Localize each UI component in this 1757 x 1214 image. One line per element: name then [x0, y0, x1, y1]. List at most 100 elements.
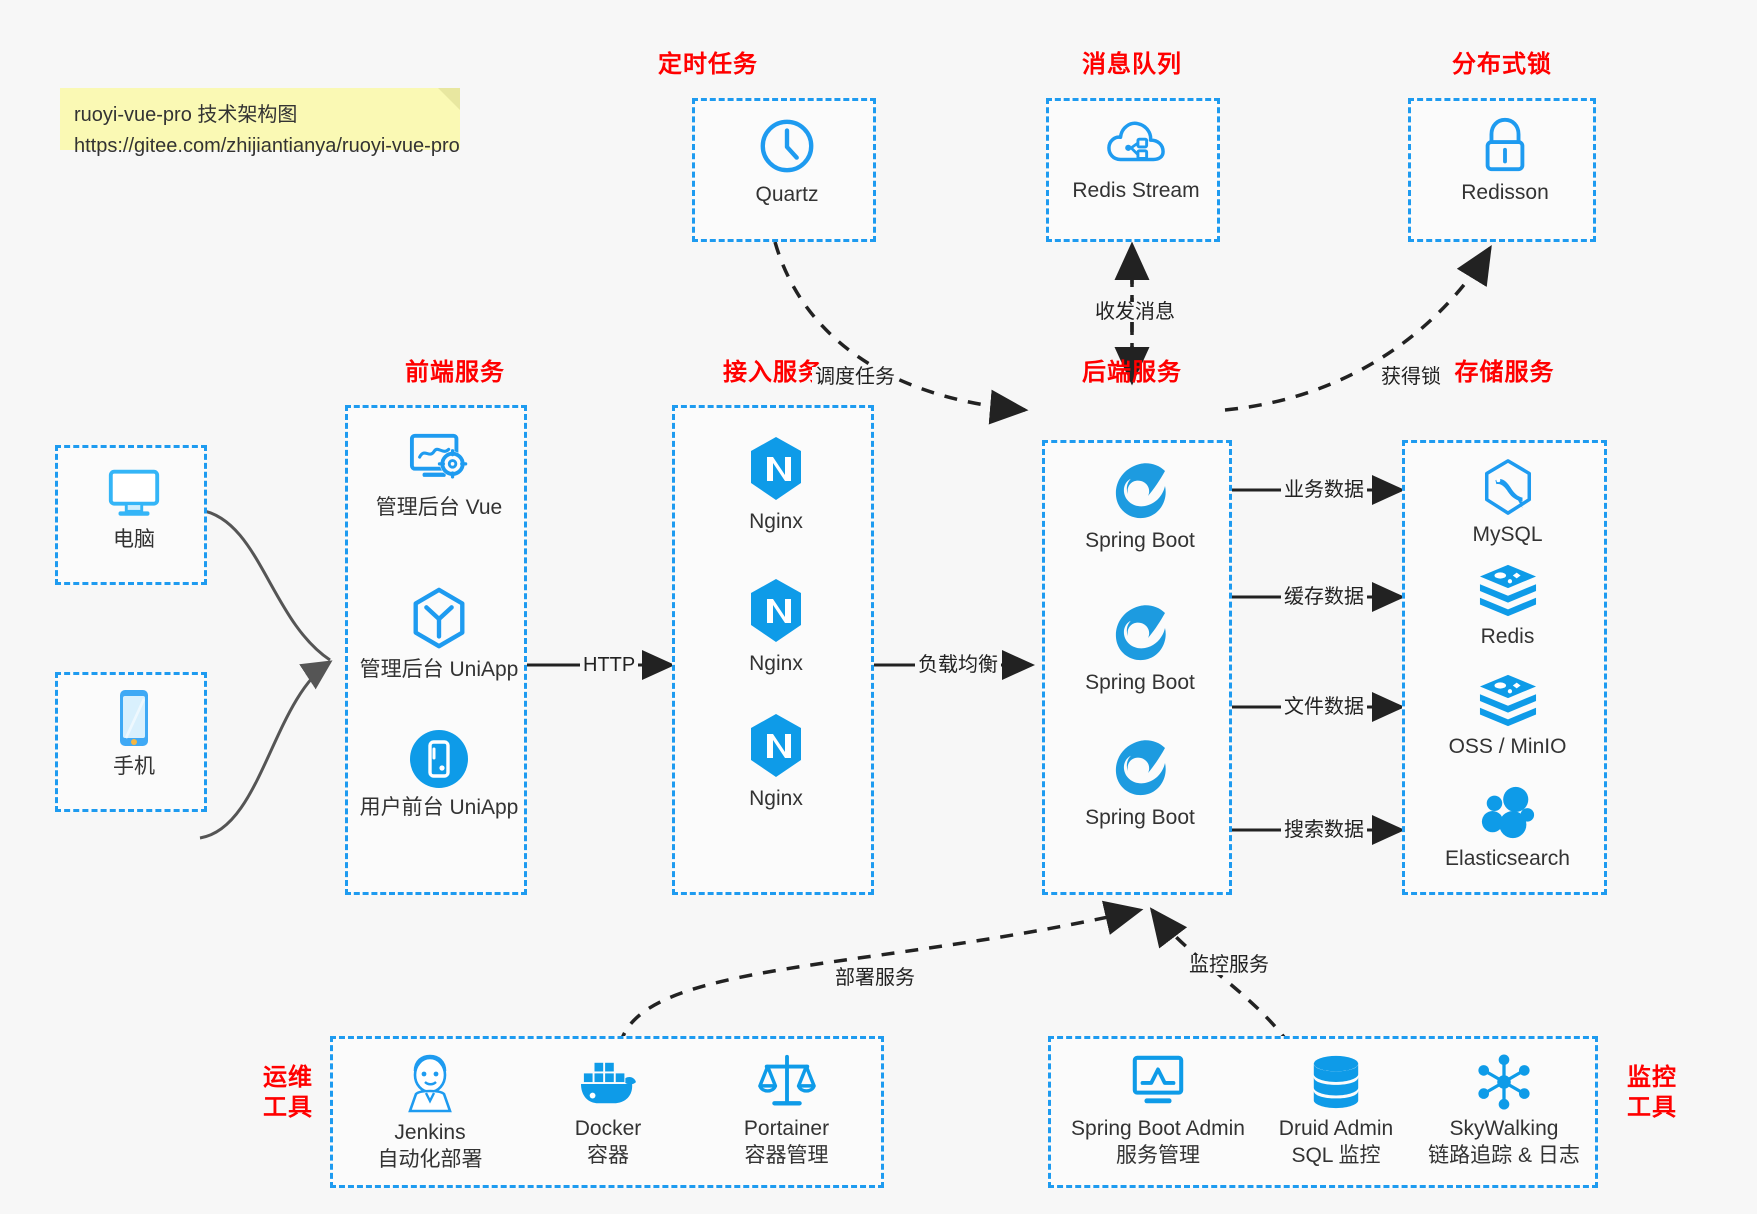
group-title-backend: 后端服务	[1082, 359, 1182, 386]
note-line-url: https://gitee.com/zhijiantianya/ruoyi-vu…	[74, 135, 460, 157]
node-springboot-2[interactable]: Spring Boot	[1045, 603, 1235, 696]
node-nginx-2[interactable]: Nginx	[675, 576, 877, 677]
spring-boot-icon	[1115, 605, 1166, 661]
node-label: Redisson	[1461, 181, 1549, 204]
desktop-icon	[108, 469, 160, 516]
node-admin-vue[interactable]: 管理后台 Vue	[348, 430, 530, 521]
note-line-title: ruoyi-vue-pro 技术架构图	[74, 104, 298, 126]
group-box-gateway: Nginx Nginx Nginx	[672, 405, 874, 895]
skywalking-icon	[1478, 1054, 1530, 1110]
jenkins-icon	[408, 1054, 452, 1113]
node-sublabel: SQL 监控	[1291, 1144, 1381, 1168]
node-label: Portainer	[743, 1117, 830, 1140]
group-title-storage: 存储服务	[1454, 359, 1555, 386]
group-box-monitor: Spring Boot Admin 服务管理 Druid Admin SQL 监…	[1048, 1036, 1598, 1188]
edge-monitor-to-backend	[1149, 907, 1292, 1047]
group-title-timer: 定时任务	[658, 51, 758, 78]
node-label: 用户前台 UniApp	[359, 796, 519, 819]
edge-label-monitor-service: 监控服务	[1186, 955, 1272, 975]
node-label: 手机	[113, 755, 155, 778]
node-label: 管理后台 UniApp	[359, 658, 519, 681]
node-label: Spring Boot	[1085, 529, 1195, 552]
node-redis[interactable]: Redis	[1405, 561, 1610, 650]
node-label: 管理后台 Vue	[375, 496, 503, 519]
node-desktop[interactable]: 电脑	[58, 464, 210, 553]
group-title-monitor-line1: 监控	[1627, 1064, 1677, 1091]
group-title-monitor-line2: 工具	[1627, 1094, 1677, 1121]
edge-label-http: HTTP	[580, 655, 639, 675]
node-sublabel: 容器	[587, 1144, 629, 1168]
node-docker[interactable]: Docker 容器	[523, 1057, 693, 1170]
group-box-timer: Quartz	[692, 98, 876, 242]
node-nginx-3[interactable]: Nginx	[675, 711, 877, 812]
group-title-devops-line1: 运维	[263, 1064, 313, 1091]
spring-boot-icon	[1115, 463, 1166, 519]
cloud-stream-icon	[1107, 121, 1165, 162]
node-elasticsearch[interactable]: Elasticsearch	[1405, 783, 1610, 872]
edge-label-business-data: 业务数据	[1281, 480, 1367, 500]
nginx-icon	[751, 714, 801, 777]
oss-minio-icon	[1479, 674, 1536, 727]
edge-label-search-data: 搜索数据	[1281, 820, 1367, 840]
sba-monitor-icon	[1132, 1055, 1184, 1104]
node-quartz[interactable]: Quartz	[695, 115, 879, 208]
group-box-frontend: 管理后台 Vue 管理后台 UniApp 用户前台 UniApp	[345, 405, 527, 895]
node-springboot-1[interactable]: Spring Boot	[1045, 461, 1235, 554]
node-skywalking[interactable]: SkyWalking 链路追踪 & 日志	[1409, 1053, 1599, 1170]
node-mobile[interactable]: 手机	[58, 687, 210, 780]
druid-db-icon	[1313, 1055, 1359, 1109]
edge-label-deploy-service: 部署服务	[832, 968, 918, 988]
group-title-frontend: 前端服务	[405, 359, 505, 386]
node-label: SkyWalking	[1449, 1117, 1559, 1140]
mysql-icon	[1484, 459, 1531, 515]
node-label: Druid Admin	[1278, 1117, 1394, 1140]
group-title-lock: 分布式锁	[1452, 51, 1552, 78]
lock-icon	[1485, 117, 1525, 172]
mobile-icon	[120, 690, 148, 746]
node-redis-stream[interactable]: Redis Stream	[1049, 115, 1223, 204]
node-druid-admin[interactable]: Druid Admin SQL 监控	[1251, 1053, 1421, 1170]
elasticsearch-icon	[1481, 786, 1534, 839]
node-label: Jenkins	[394, 1121, 466, 1144]
node-mysql[interactable]: MySQL	[1405, 457, 1610, 548]
edge-desktop-to-frontend	[199, 508, 331, 662]
node-label: Redis Stream	[1072, 179, 1200, 202]
node-spring-boot-admin[interactable]: Spring Boot Admin 服务管理	[1055, 1053, 1261, 1170]
edge-label-cache-data: 缓存数据	[1281, 587, 1367, 607]
node-label: Spring Boot	[1085, 671, 1195, 694]
node-label: Spring Boot Admin	[1071, 1117, 1245, 1140]
node-portainer[interactable]: Portainer 容器管理	[699, 1053, 874, 1170]
group-title-monitor: 监控 工具	[1616, 1063, 1688, 1123]
node-sublabel: 容器管理	[744, 1144, 829, 1168]
group-box-mq: Redis Stream	[1046, 98, 1220, 242]
node-jenkins[interactable]: Jenkins 自动化部署	[345, 1053, 515, 1174]
node-springboot-3[interactable]: Spring Boot	[1045, 738, 1235, 831]
node-label: Docker	[574, 1117, 642, 1140]
group-box-backend: Spring Boot Spring Boot Spring Boot	[1042, 440, 1232, 895]
redis-icon	[1479, 564, 1536, 617]
node-user-uniapp[interactable]: 用户前台 UniApp	[348, 728, 530, 821]
portainer-icon	[757, 1054, 816, 1106]
dashboard-gear-icon	[409, 433, 468, 479]
node-nginx-1[interactable]: Nginx	[675, 434, 877, 535]
group-box-lock: Redisson	[1408, 98, 1596, 242]
group-title-devops-line2: 工具	[263, 1094, 313, 1121]
node-admin-uniapp[interactable]: 管理后台 UniApp	[348, 586, 530, 683]
node-label: Redis	[1480, 625, 1535, 648]
nginx-icon	[751, 437, 801, 500]
circle-phone-icon	[410, 730, 468, 788]
group-box-client-mobile: 手机	[55, 672, 207, 812]
group-title-mq: 消息队列	[1082, 51, 1182, 78]
node-oss-minio[interactable]: OSS / MinIO	[1405, 671, 1610, 760]
edge-label-schedule-task: 调度任务	[812, 367, 898, 387]
node-label: Nginx	[749, 787, 803, 810]
note-fold-corner	[438, 88, 460, 110]
node-label: Spring Boot	[1085, 806, 1195, 829]
node-label: Quartz	[755, 183, 819, 206]
edge-label-acquire-lock: 获得锁	[1378, 367, 1444, 387]
node-label: OSS / MinIO	[1448, 735, 1567, 758]
edge-label-load-balance: 负载均衡	[915, 655, 1001, 675]
spring-boot-icon	[1115, 740, 1166, 796]
node-redisson[interactable]: Redisson	[1411, 115, 1599, 206]
